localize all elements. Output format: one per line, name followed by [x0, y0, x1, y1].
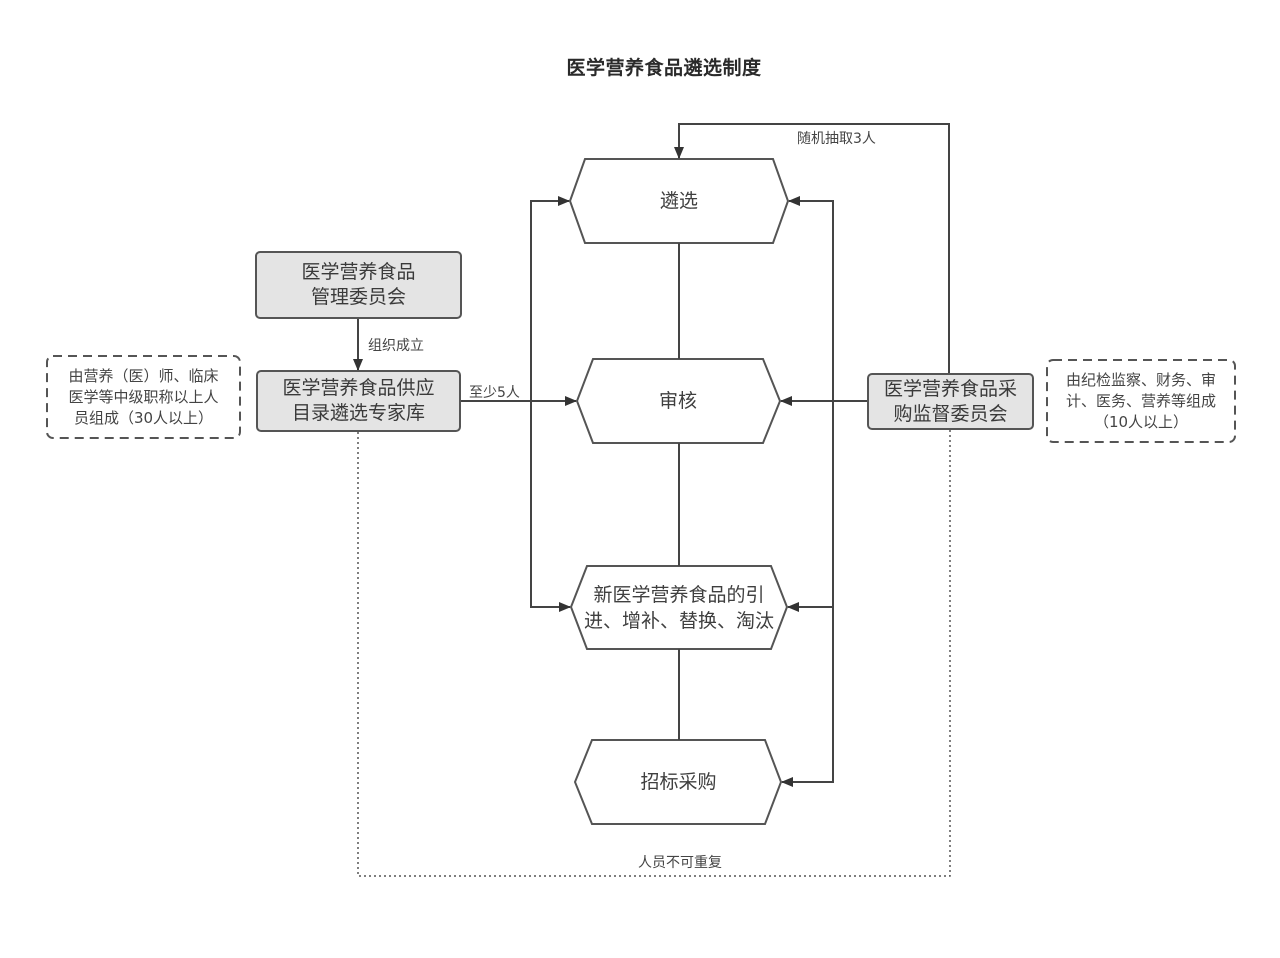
tender-label: 招标采购: [640, 771, 717, 793]
left-bus: [530, 200, 570, 608]
introduce-line2: 进、增补、替换、淘汰: [583, 609, 774, 632]
diagram-title: 医学营养食品遴选制度: [566, 57, 762, 79]
supervision-note-line2: 计、医务、营养等组成: [1065, 391, 1216, 410]
review-label: 审核: [658, 390, 697, 412]
no-repeat-connector: [357, 430, 951, 877]
edge-label-organize: 组织成立: [368, 338, 424, 354]
supervision-committee-line1: 医学营养食品采: [883, 377, 1017, 400]
edge-label-random-3: 随机抽取3人: [797, 131, 876, 147]
arrow-random-selection: [674, 123, 950, 374]
supervision-note: 由纪检监察、财务、审 计、医务、营养等组成 （10人以上）: [1047, 360, 1235, 442]
supervision-committee-line2: 购监督委员会: [893, 402, 1008, 425]
selection-node[interactable]: 遴选: [585, 159, 773, 243]
right-bus: [782, 200, 834, 783]
expert-pool-line1: 医学营养食品供应: [282, 377, 435, 399]
review-node[interactable]: 审核: [593, 359, 763, 443]
supervision-note-border: [1046, 359, 1236, 443]
expert-note-line1: 由营养（医）师、临床: [68, 366, 219, 385]
supervision-note-line3: （10人以上）: [1093, 412, 1189, 431]
edge-label-no-repeat: 人员不可重复: [638, 855, 722, 871]
management-committee-line1: 医学营养食品: [301, 261, 416, 283]
edge-label-at-least-5: 至少5人: [469, 385, 520, 401]
expert-note-border: [46, 355, 241, 439]
expert-pool-node[interactable]: 医学营养食品供应 目录遴选专家库: [256, 370, 461, 432]
expert-pool-note: 由营养（医）师、临床 医学等中级职称以上人 员组成（30人以上）: [47, 356, 240, 438]
expert-pool-line2: 目录遴选专家库: [291, 402, 425, 424]
selection-label: 遴选: [659, 190, 698, 212]
tender-node[interactable]: 招标采购: [592, 740, 765, 824]
expert-note-line2: 医学等中级职称以上人: [68, 387, 219, 406]
introduce-node[interactable]: 新医学营养食品的引 进、增补、替换、淘汰: [580, 566, 778, 649]
management-committee-line2: 管理委员会: [310, 286, 406, 308]
supervision-note-line1: 由纪检监察、财务、审: [1065, 370, 1216, 389]
introduce-line1: 新医学营养食品的引: [593, 583, 765, 606]
supervision-committee-node[interactable]: 医学营养食品采 购监督委员会: [867, 373, 1034, 430]
expert-note-line3: 员组成（30人以上）: [73, 408, 214, 427]
management-committee-node[interactable]: 医学营养食品 管理委员会: [255, 251, 462, 319]
